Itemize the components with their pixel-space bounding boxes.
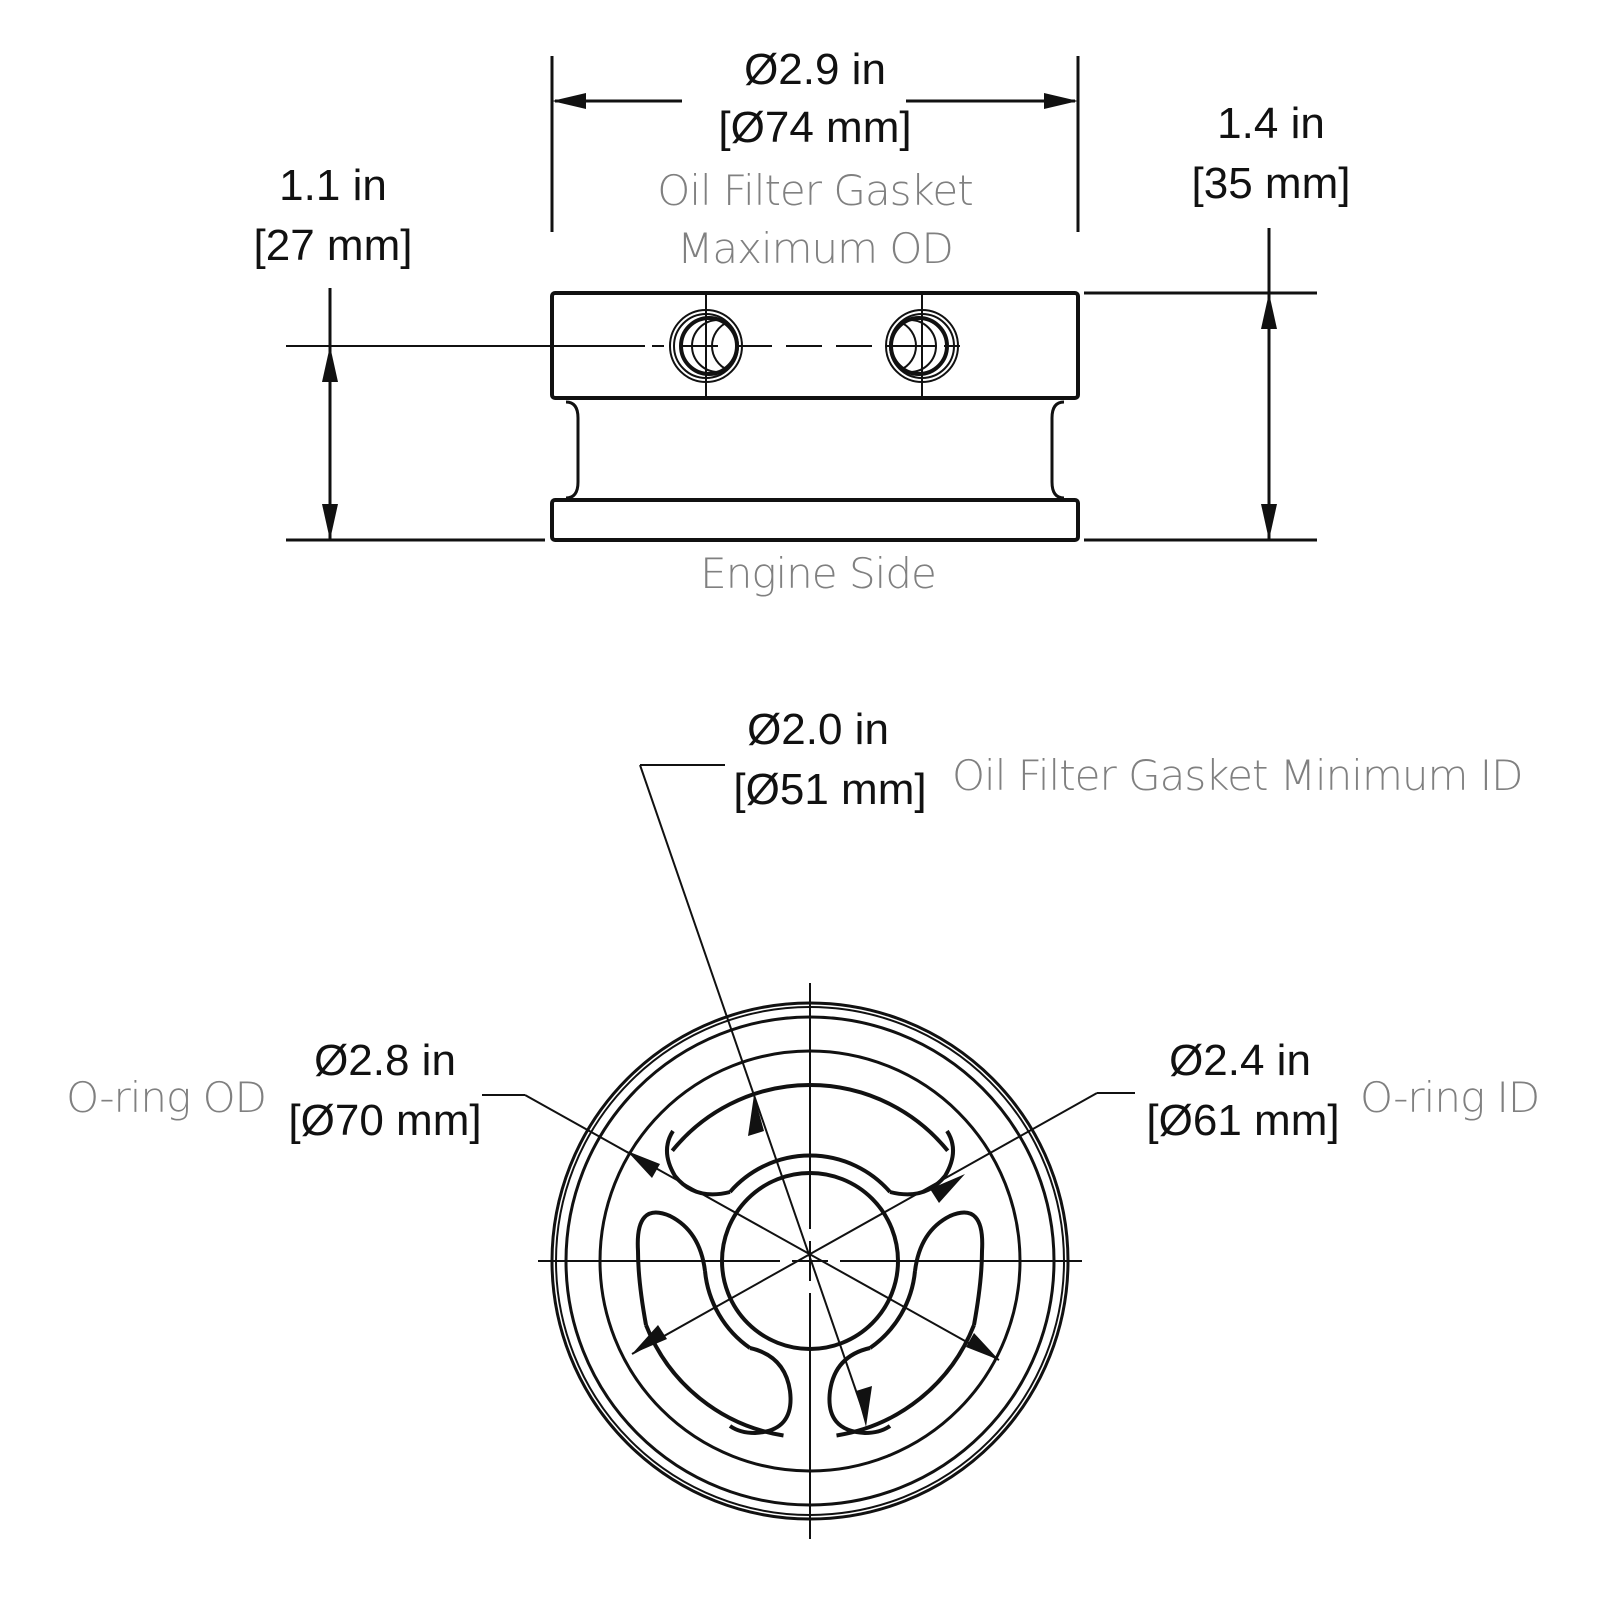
overall-height-inches: 1.4 in <box>1217 99 1325 148</box>
oring-od-note: O-ring OD <box>66 1073 266 1122</box>
side-view: Ø2.9 in [Ø74 mm] Oil Filter Gasket Maxim… <box>254 45 1351 598</box>
gasket-id-inches: Ø2.0 in <box>747 705 889 754</box>
arrowhead-icon <box>632 1325 667 1354</box>
oring-id-mm: [Ø61 mm] <box>1146 1096 1339 1145</box>
arrowhead-left-icon <box>552 93 586 109</box>
oring-od-dimension <box>524 1094 1000 1361</box>
end-view <box>524 764 1098 1539</box>
end-view-centerlines <box>538 983 1082 1539</box>
engine-side-note: Engine Side <box>700 549 936 598</box>
leader-lines <box>482 764 1135 1096</box>
oring-od-inches: Ø2.8 in <box>314 1036 456 1085</box>
width-note-line2: Maximum OD <box>677 224 953 273</box>
arrowhead-icon <box>966 1333 999 1360</box>
width-dim-mm: [Ø74 mm] <box>718 103 911 152</box>
arrowhead-icon <box>748 1095 764 1136</box>
port-height-inches: 1.1 in <box>279 161 387 210</box>
overall-height-dimension: 1.4 in [35 mm] <box>1084 99 1351 542</box>
port-height-mm: [27 mm] <box>254 221 413 270</box>
arrowhead-icon <box>627 1151 660 1178</box>
gasket-id-note: Oil Filter Gasket Minimum ID <box>952 751 1522 800</box>
arrowhead-icon <box>856 1386 872 1427</box>
width-note-line1: Oil Filter Gasket <box>657 166 972 215</box>
oring-id-note: O-ring ID <box>1360 1073 1539 1122</box>
side-view-part-outline <box>550 291 1080 542</box>
arrowhead-down-icon <box>322 504 338 540</box>
arrowhead-right-icon <box>1044 93 1078 109</box>
port-height-dimension: 1.1 in [27 mm] <box>254 161 545 542</box>
width-dim-inches: Ø2.9 in <box>744 45 886 94</box>
oring-id-dimension <box>631 1092 1098 1355</box>
overall-height-mm: [35 mm] <box>1192 159 1351 208</box>
arrowhead-up-icon <box>322 346 338 382</box>
oring-id-inches: Ø2.4 in <box>1169 1036 1311 1085</box>
arrowhead-up-icon <box>1261 293 1277 329</box>
arrowhead-icon <box>930 1174 965 1203</box>
arrowhead-down-icon <box>1261 504 1277 540</box>
width-dimension: Ø2.9 in [Ø74 mm] Oil Filter Gasket Maxim… <box>550 45 1080 273</box>
gasket-id-dimension <box>639 764 872 1427</box>
gasket-id-mm: [Ø51 mm] <box>733 765 926 814</box>
flow-channel-outline <box>635 1083 985 1438</box>
oring-od-mm: [Ø70 mm] <box>288 1096 481 1145</box>
